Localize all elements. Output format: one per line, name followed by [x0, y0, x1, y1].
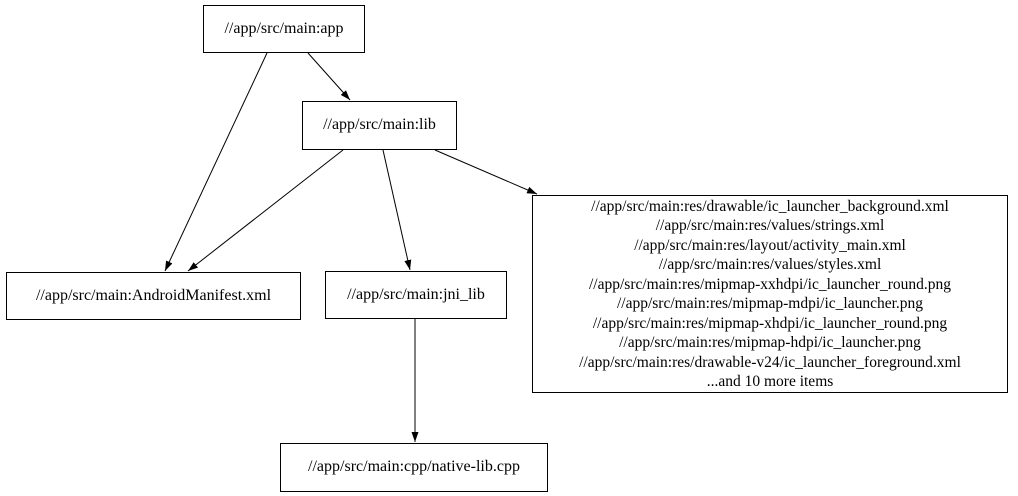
node-label-line: ...and 10 more items — [706, 373, 834, 390]
edge-app-to-android-manifest — [164, 52, 268, 272]
graph-node-res-files: //app/src/main:res/drawable/ic_launcher_… — [532, 195, 1008, 393]
edge-lib-to-android-manifest — [187, 149, 344, 272]
node-label-line: //app/src/main:res/drawable/ic_launcher_… — [591, 197, 949, 215]
graph-node-lib: //app/src/main:lib — [302, 101, 457, 150]
node-label-line: //app/src/main:res/mipmap-mdpi/ic_launch… — [616, 295, 924, 312]
edge-app-to-lib — [307, 52, 351, 101]
node-label-line: //app/src/main:res/values/styles.xml — [658, 256, 882, 273]
node-label-line: //app/src/main:res/mipmap-hdpi/ic_launch… — [619, 334, 921, 351]
node-label: //app/src/main:lib — [323, 116, 436, 134]
node-label: //app/src/main:cpp/native-lib.cpp — [308, 458, 520, 476]
node-label: //app/src/main:jni_lib — [347, 285, 485, 303]
edge-lib-to-jni-lib — [382, 149, 412, 271]
edge-lib-to-res-files — [434, 149, 538, 195]
graph-node-jni-lib: //app/src/main:jni_lib — [325, 271, 507, 319]
node-label-line: //app/src/main:res/mipmap-xxhdpi/ic_laun… — [588, 275, 951, 293]
graph-node-android-manifest: //app/src/main:AndroidManifest.xml — [6, 272, 301, 320]
node-label-line: //app/src/main:res/layout/activity_main.… — [634, 236, 906, 254]
node-label: //app/src/main:AndroidManifest.xml — [35, 286, 272, 304]
node-label-line: //app/src/main:res/drawable-v24/ic_launc… — [579, 353, 961, 371]
node-label-line: //app/src/main:res/mipmap-xhdpi/ic_launc… — [592, 314, 948, 332]
node-label-line: //app/src/main:res/values/strings.xml — [655, 217, 885, 234]
node-label: //app/src/main:app — [224, 19, 344, 37]
graph-node-app: //app/src/main:app — [203, 5, 365, 53]
graph-node-native-lib: //app/src/main:cpp/native-lib.cpp — [280, 443, 548, 492]
